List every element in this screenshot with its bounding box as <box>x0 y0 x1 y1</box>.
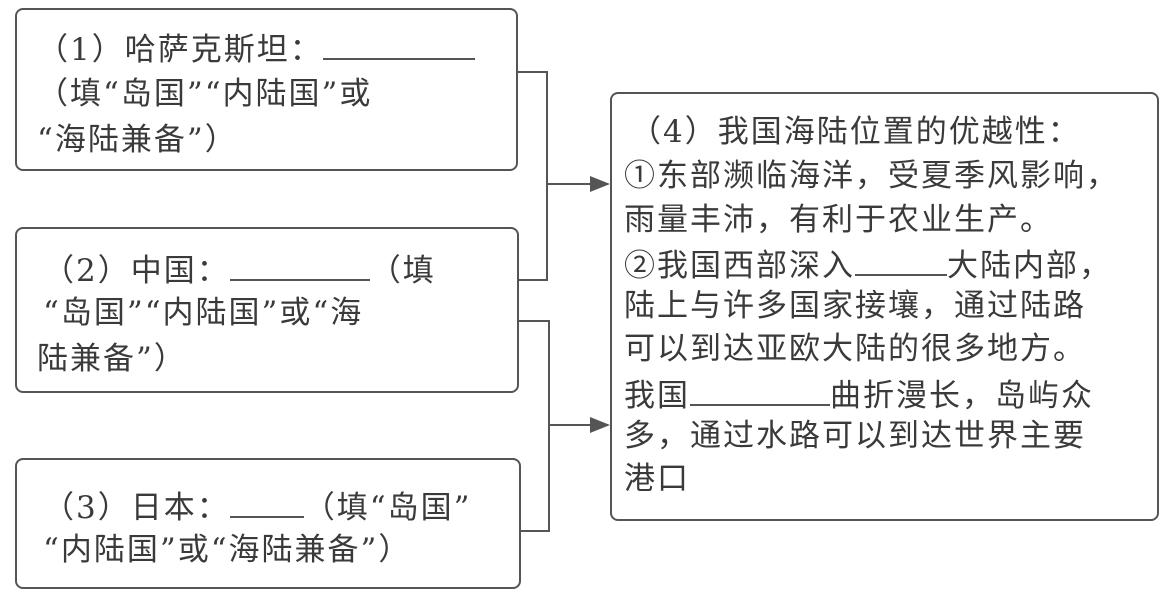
box3-hint-start: （填“岛国” <box>303 490 472 526</box>
box-china-advantages: （4）我国海陆位置的优越性： ①东部濒临海洋，受夏季风影响， 雨量丰沛，有利于农… <box>610 92 1159 521</box>
box-japan: （3）日本： （填“岛国” “内陆国”或“海陆兼备”） <box>15 458 521 589</box>
box4-line3: ②我国西部深入 大陆内部， <box>624 244 1112 284</box>
box4-line1: ①东部濒临海洋，受夏季风影响， <box>624 158 1119 194</box>
box4-line3-start: ②我国西部深入 <box>624 248 855 284</box>
connector-box1-box2 <box>517 71 548 281</box>
box2-line1: （2）中国： （填 <box>43 249 436 289</box>
box2-line2: “岛国”“内陆国”或“海 <box>43 295 364 331</box>
box4-line6: 我国 曲折漫长，岛屿众 <box>624 374 1094 414</box>
box1-line1: （1）哈萨克斯坦： <box>37 28 475 68</box>
answer-blank-china[interactable] <box>229 249 370 281</box>
answer-blank-west[interactable] <box>855 244 947 276</box>
answer-blank-japan[interactable] <box>229 486 304 518</box>
box2-question: （2）中国： <box>43 253 230 289</box>
box4-line4: 陆上与许多国家接壤，通过陆路 <box>624 288 1086 324</box>
box-china: （2）中国： （填 “岛国”“内陆国”或“海 陆兼备”） <box>15 227 519 393</box>
box4-line8: 港口 <box>624 461 690 497</box>
answer-blank-kazakhstan[interactable] <box>322 28 475 60</box>
box3-line1: （3）日本： （填“岛国” <box>43 486 471 526</box>
box4-line6-end: 曲折漫长，岛屿众 <box>830 378 1094 414</box>
box3-question: （3）日本： <box>43 490 230 526</box>
box4-line2: 雨量丰沛，有利于农业生产。 <box>624 202 1053 238</box>
box2-line3: 陆兼备”） <box>37 341 187 377</box>
box4-line6-start: 我国 <box>624 378 690 414</box>
box1-line2: （填“岛国”“内陆国”或 <box>37 76 373 112</box>
box1-question: （1）哈萨克斯坦： <box>37 32 323 68</box>
box3-line2: “内陆国”或“海陆兼备”） <box>43 532 412 568</box>
box2-hint-start: （填 <box>369 253 436 289</box>
answer-blank-coastline[interactable] <box>690 374 830 406</box>
box4-line5: 可以到达亚欧大陆的很多地方。 <box>624 331 1086 367</box>
box1-line3: “海陆兼备”） <box>37 122 238 158</box>
box4-line3-end: 大陆内部， <box>947 248 1112 284</box>
box-kazakhstan: （1）哈萨克斯坦： （填“岛国”“内陆国”或 “海陆兼备”） <box>15 8 518 171</box>
connector-box2-box3 <box>518 320 550 532</box>
box4-line7: 多，通过水路可以到达世界主要 <box>624 418 1086 454</box>
box4-title: （4）我国海陆位置的优越性： <box>630 114 1081 150</box>
